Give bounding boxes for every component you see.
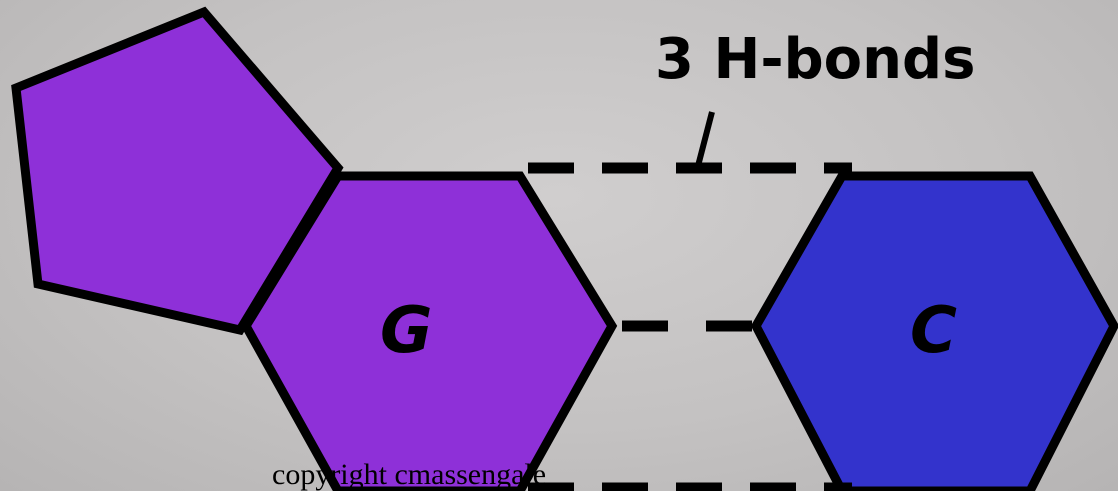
hydrogen-bonds-label: 3 H-bonds	[655, 27, 975, 92]
label-pointer-line	[695, 111, 715, 167]
guanine-hexagon-ring	[240, 171, 618, 491]
guanine-letter: G	[380, 294, 433, 368]
cytosine-hexagon-ring	[750, 171, 1118, 491]
cytosine-letter: C	[910, 294, 957, 368]
copyright-text: copyright cmassengale	[272, 458, 546, 491]
